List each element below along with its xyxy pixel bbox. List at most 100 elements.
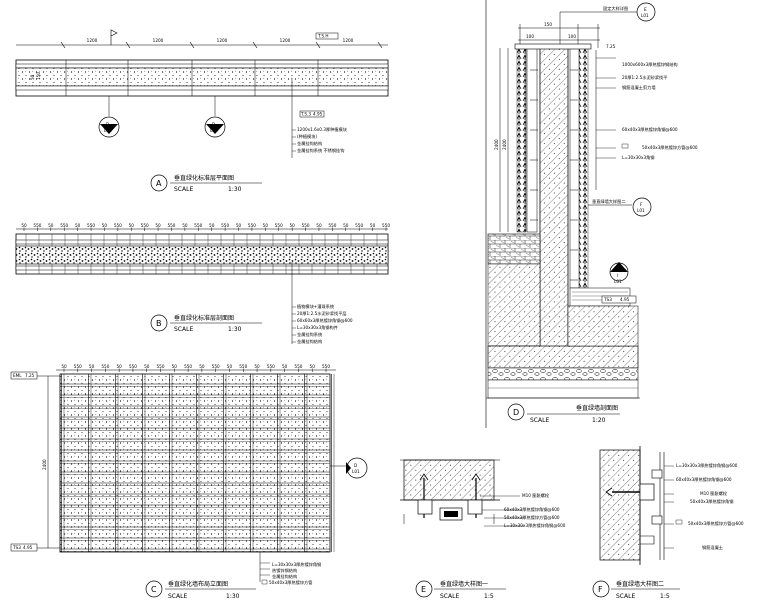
view-d-marker-label: 固定大样详图 [603, 5, 628, 12]
view-d-top-dim: 150 [544, 22, 552, 27]
svg-text:F: F [640, 202, 643, 207]
svg-text:L=30x30x3厚热镀锌角钢@600: L=30x30x3厚热镀锌角钢@600 [676, 462, 738, 469]
view-a-notes: 1200x1.6x0.3厚种植模块 (种植模块) 金属挂钩结构 金属挂钩系统 不… [292, 126, 348, 154]
svg-text:60x40x3厚热镀锌角钢@600: 60x40x3厚热镀锌角钢@600 [504, 506, 560, 513]
view-e-title: 垂直绿墙大样图一 [440, 580, 488, 588]
view-e-letter: E [421, 585, 426, 594]
view-c-section-marker: D L01 [346, 457, 368, 479]
svg-text:50x40x3厚热镀锌方管@600: 50x40x3厚热镀锌方管@600 [504, 514, 560, 521]
view-d-title: 垂直绿墙剖面图 [576, 404, 618, 412]
view-d-level-tag: TS3 [603, 297, 612, 302]
view-c-dim: 550 [157, 364, 165, 369]
view-c-dim: 50 [144, 364, 150, 369]
view-b-title-block: B 垂直绿化标准层剖面图 SCALE 1:30 [150, 314, 262, 333]
svg-text:L=30x30x3厚热镀锌角钢@600: L=30x30x3厚热镀锌角钢@600 [504, 522, 566, 529]
view-c-dim: 50 [116, 364, 122, 369]
view-b-dim: 550 [382, 223, 390, 228]
view-c-level-top-value: 7.25 [25, 373, 35, 378]
view-b-dim: 50 [102, 223, 108, 228]
view-b-dim: 550 [248, 223, 256, 228]
view-d-marker-f: F L01 [632, 197, 652, 217]
svg-text:60x60x3厚热镀锌角钢@600: 60x60x3厚热镀锌角钢@600 [297, 317, 353, 324]
view-a-level-tag: T.S.H [317, 34, 329, 39]
view-b-dim: 50 [21, 223, 27, 228]
view-b-dim: 550 [328, 223, 336, 228]
view-a-level-value: 4.95 [313, 112, 323, 117]
view-a-scale: 1:30 [228, 186, 242, 193]
view-c-dim: 50 [254, 364, 260, 369]
svg-text:热镀锌钢结构: 热镀锌钢结构 [272, 567, 297, 574]
view-d-scale: 1:20 [592, 417, 606, 424]
view-b-dim: 550 [87, 223, 95, 228]
view-c-dim: 50 [199, 364, 205, 369]
svg-text:M10 膨胀螺栓: M10 膨胀螺栓 [700, 490, 728, 497]
view-b-dim: 50 [75, 223, 81, 228]
view-c-level-bottom-value: 4.95 [23, 545, 33, 550]
view-b-dim: 550 [167, 223, 175, 228]
view-a-plan: 1200 1200 1200 1200 1200 T.S.H 50 150 D … [15, 29, 389, 193]
svg-text:植物模块+灌溉系统: 植物模块+灌溉系统 [297, 303, 334, 310]
svg-text:20厚1:2.5水泥砂浆找平: 20厚1:2.5水泥砂浆找平 [622, 74, 667, 81]
svg-text:金属挂钩系统 不锈钢挂钩: 金属挂钩系统 不锈钢挂钩 [297, 147, 344, 154]
view-b-notes: 植物模块+灌溉系统 20厚1:2.5水泥砂浆找平层 60x60x3厚热镀锌角钢@… [292, 303, 353, 345]
view-c-dim: 550 [294, 364, 302, 369]
view-c-title-block: C 垂直绿化墙布局立面图 SCALE 1:30 [145, 580, 256, 600]
view-c-dim: 550 [267, 364, 275, 369]
view-c-dim: 550 [74, 364, 82, 369]
view-b-dim: 550 [114, 223, 122, 228]
view-a-title-block: A 垂直绿化标准层平面图 SCALE 1:30 [150, 174, 262, 193]
view-c-dim: 550 [322, 364, 330, 369]
svg-text:D: D [212, 122, 215, 127]
view-c-dim: 50 [172, 364, 178, 369]
view-b-letter: B [156, 319, 162, 328]
svg-text:1200x1.6x0.3厚种植模块: 1200x1.6x0.3厚种植模块 [297, 126, 348, 133]
view-e-scale-label: SCALE [440, 593, 459, 600]
svg-text:金属挂钩结构: 金属挂钩结构 [272, 573, 297, 580]
view-b-dim: 50 [48, 223, 54, 228]
view-c-height: 2400 [42, 459, 47, 470]
view-d-level-top: 7.25 [606, 44, 616, 49]
view-e-detail: M10 膨胀螺栓 60x40x3厚热镀锌角钢@600 50x40x3厚热镀锌方管… [400, 459, 566, 600]
view-d-level-bottom: 4.95 [620, 297, 630, 302]
view-a-dim: 1200 [87, 38, 98, 43]
svg-text:60x40x3厚热镀锌角钢@600: 60x40x3厚热镀锌角钢@600 [622, 126, 678, 133]
view-b-title: 垂直绿化标准层剖面图 [174, 314, 234, 322]
svg-text:D: D [354, 463, 357, 468]
view-b-scale: 1:30 [228, 326, 242, 333]
view-c-dim: 550 [129, 364, 137, 369]
svg-text:20厚1:2.5水泥砂浆找平层: 20厚1:2.5水泥砂浆找平层 [297, 310, 347, 317]
view-b-dim: 550 [275, 223, 283, 228]
view-c-dim: 50 [61, 364, 67, 369]
view-c-scale: 1:30 [226, 593, 240, 600]
view-b-dim: 50 [263, 223, 269, 228]
view-a-dim: 1200 [217, 38, 228, 43]
view-d-marker-i: I L01 [609, 262, 629, 284]
view-b-dim: 50 [316, 223, 322, 228]
view-d-notes: 1000x600x3厚热镀锌钢结构 20厚1:2.5水泥砂浆找平 钢筋混凝土剪力… [596, 57, 698, 161]
view-a-dim: 1200 [280, 38, 291, 43]
svg-text:50x40x3厚热镀锌方管@600: 50x40x3厚热镀锌方管@600 [642, 144, 698, 151]
view-e-title-block: E 垂直绿墙大样图一 SCALE 1:5 [415, 580, 506, 600]
view-b-dim: 50 [129, 223, 135, 228]
view-c-scale-label: SCALE [168, 593, 187, 600]
view-c-dim: 550 [212, 364, 220, 369]
svg-text:钢筋混凝土: 钢筋混凝土 [702, 544, 723, 551]
view-d-title-block: D 垂直绿墙剖面图 SCALE 1:20 [507, 403, 620, 424]
view-f-scale: 1:5 [660, 593, 670, 600]
view-a-letter: A [156, 179, 162, 188]
view-b-section: 50 550 50 550 50 550 50 550 50 550 50 550 50 550 50 550… [15, 223, 390, 345]
view-c-level-bottom: TS3 [12, 545, 21, 550]
view-c-notes: L=30x30x3厚热镀锌角钢 热镀锌钢结构 金属挂钩结构 50x40x3厚热镀… [260, 561, 321, 586]
view-d-height-2: 2400 [502, 139, 507, 150]
svg-text:L01: L01 [637, 208, 645, 213]
svg-text:50x40x3厚热镀锌方管: 50x40x3厚热镀锌方管 [269, 579, 312, 586]
view-b-dim: 550 [60, 223, 68, 228]
view-b-dim: 50 [343, 223, 349, 228]
svg-text:(种植模块): (种植模块) [297, 133, 317, 140]
view-d-marker-label: 垂直绿墙大样图二 [592, 198, 626, 205]
view-f-detail: L=30x30x3厚热镀锌角钢@600 60x40x3厚热镀锌角钢@600 M1… [592, 446, 744, 600]
svg-text:L=30x30x3角钢: L=30x30x3角钢 [622, 154, 655, 161]
view-f-letter: F [598, 585, 603, 594]
view-b-dims: 50 550 50 550 50 550 50 550 50 550 50 550 50 550 50 550… [21, 223, 390, 231]
